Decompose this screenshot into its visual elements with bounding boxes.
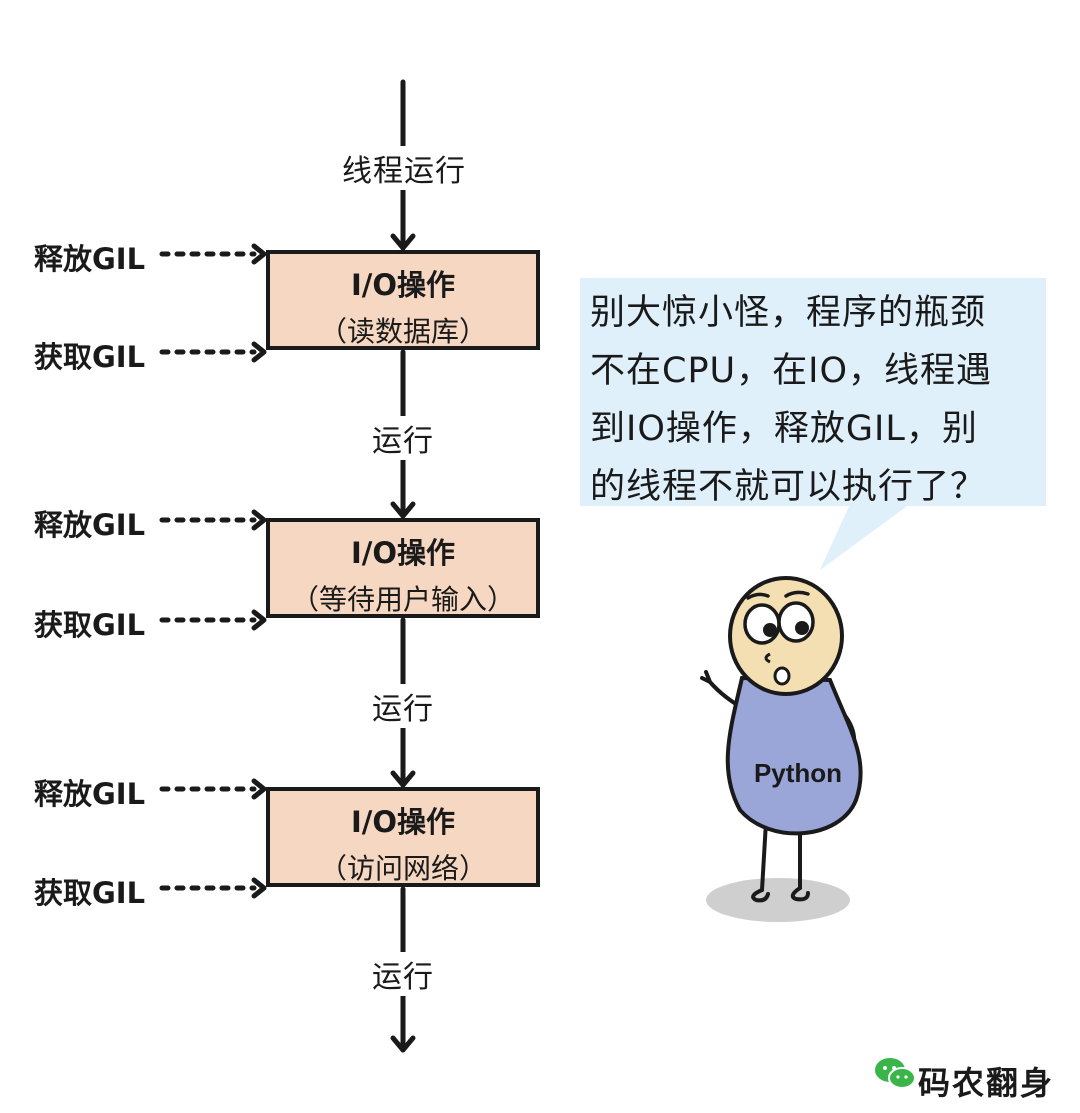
arrow-head xyxy=(390,233,416,251)
bubble-line: 不在CPU，在IO，线程遇 xyxy=(590,351,993,391)
arrow-head xyxy=(251,341,267,363)
run-label: 线程运行 xyxy=(334,146,474,190)
io-box-title: I/O操作 xyxy=(350,268,456,302)
bubble-line: 到IO操作，释放GIL，别 xyxy=(590,409,978,449)
io-box-detail: （等待用户输入） xyxy=(290,583,515,616)
run-label: 运行 xyxy=(360,684,446,728)
release-gil-label: 释放GIL xyxy=(34,777,146,811)
run-label: 运行 xyxy=(360,952,446,996)
io-box-title: I/O操作 xyxy=(350,805,456,839)
character-shadow xyxy=(706,878,850,922)
acquire-gil-label: 获取GIL xyxy=(34,340,146,374)
arrow-head xyxy=(251,243,267,265)
io-box: I/O操作 （访问网络） xyxy=(266,787,540,887)
speech-bubble xyxy=(580,278,1046,570)
run-label: 运行 xyxy=(360,416,446,460)
arrow-head xyxy=(251,609,267,631)
speech-bubble-text: 别大惊小怪，程序的瓶颈 不在CPU，在IO，线程遇 到IO操作，释放GIL，别 … xyxy=(590,284,1042,516)
io-box: I/O操作 （读数据库） xyxy=(266,250,540,350)
arrow-head xyxy=(390,770,416,788)
io-box-title: I/O操作 xyxy=(350,536,456,570)
release-gil-label: 释放GIL xyxy=(34,242,146,276)
release-gil-label: 释放GIL xyxy=(34,508,146,542)
acquire-gil-label: 获取GIL xyxy=(34,876,146,910)
arrow-head xyxy=(390,501,416,519)
io-box: I/O操作 （等待用户输入） xyxy=(266,518,540,618)
io-box-detail: （读数据库） xyxy=(318,315,487,348)
python-character: Python xyxy=(700,576,863,922)
arrow-head xyxy=(251,877,267,899)
io-box-detail: （访问网络） xyxy=(318,852,487,885)
watermark-text: 码农翻身 xyxy=(918,1064,1055,1102)
acquire-gil-label: 获取GIL xyxy=(34,608,146,642)
arrow-head xyxy=(251,778,267,800)
bubble-line: 的线程不就可以执行了？ xyxy=(590,467,987,507)
arrow-head xyxy=(390,1035,416,1053)
bubble-line: 别大惊小怪，程序的瓶颈 xyxy=(590,293,987,333)
character-label: Python xyxy=(754,758,842,788)
character-body xyxy=(725,675,863,836)
wechat-icon xyxy=(875,1058,916,1089)
arrow-head xyxy=(251,509,267,531)
